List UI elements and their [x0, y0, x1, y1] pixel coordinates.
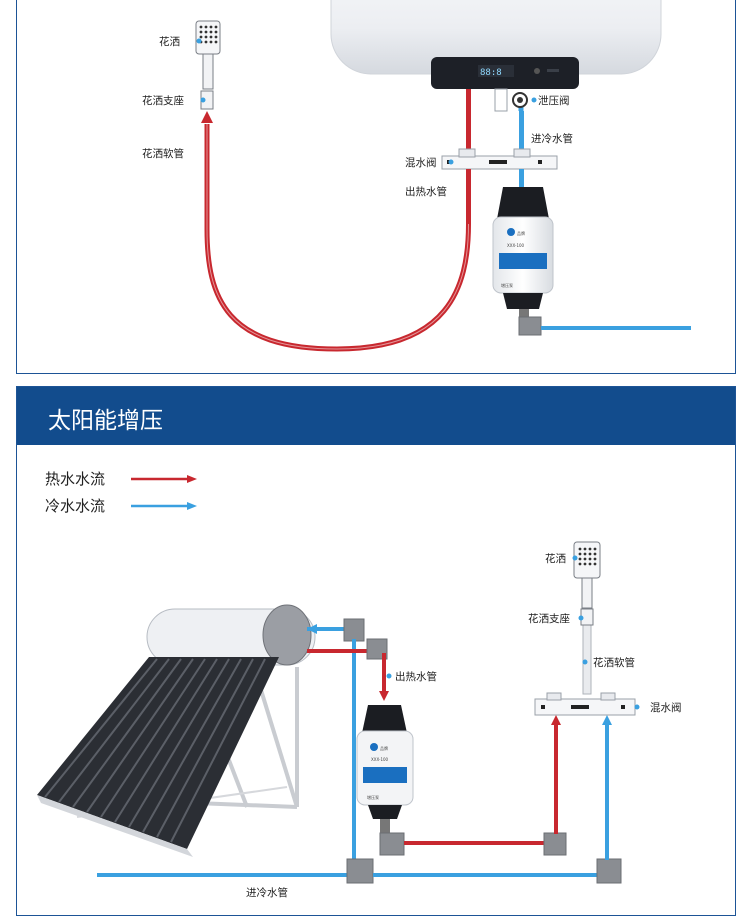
svg-text:品牌: 品牌: [380, 745, 388, 751]
top-diagram-panel: 88:8 品牌 XXX-100: [16, 0, 736, 374]
label-shower-head-bottom: 花洒: [545, 552, 566, 565]
hot-pipe-vertical: [466, 89, 471, 154]
label-mixing-valve-bottom: 混水阀: [650, 701, 682, 714]
section-banner: 太阳能增压: [17, 387, 735, 445]
label-shower-hose-bottom: 花洒软管: [593, 656, 635, 669]
booster-pump-bottom: 品牌 XXX-100 增压泵: [356, 705, 414, 819]
solar-diagram: 热水水流 冷水水流: [37, 470, 682, 899]
cold-inlet-pipe: [541, 326, 691, 330]
label-cold-inlet-pipe-bottom: 进冷水管: [246, 886, 288, 899]
label-shower-hose: 花洒软管: [142, 147, 184, 160]
hot-supply-pipe: [404, 841, 544, 845]
section-title: 太阳能增压: [48, 408, 163, 434]
label-pressure-relief-valve: 泄压阀: [538, 94, 570, 107]
label-shower-head: 花洒: [159, 35, 180, 48]
solar-water-heater: [37, 604, 316, 857]
booster-pump-top: 品牌 XXX-100 增压泵: [492, 187, 554, 309]
legend-cold-flow-label: 冷水水流: [45, 497, 105, 515]
label-hot-outlet-pipe-bottom: 出热水管: [395, 670, 437, 683]
svg-text:XXX-100: XXX-100: [507, 243, 525, 248]
top-diagram: 88:8 品牌 XXX-100: [142, 0, 691, 352]
hot-outlet-pipe: [382, 653, 386, 693]
svg-text:XXX-100: XXX-100: [371, 757, 389, 762]
svg-text:88:8: 88:8: [480, 68, 502, 78]
svg-text:增压泵: 增压泵: [367, 794, 379, 800]
cold-pipe-to-heater: [519, 111, 524, 156]
svg-text:增压泵: 增压泵: [501, 282, 513, 288]
svg-text:品牌: 品牌: [517, 230, 525, 236]
shower-head-bottom: [573, 541, 601, 609]
label-mixing-valve: 混水阀: [405, 156, 437, 169]
label-cold-inlet-pipe: 进冷水管: [531, 132, 573, 145]
cold-inlet-main: [97, 873, 347, 877]
shower-hose-bottom: [582, 618, 592, 695]
label-shower-bracket-bottom: 花洒支座: [528, 612, 570, 625]
shower-head: [195, 20, 221, 90]
elbow-fitting: [343, 618, 365, 642]
cold-riser-pipe: [352, 639, 356, 871]
solar-booster-panel: 太阳能增压 热水水流 冷水水流: [16, 386, 736, 916]
label-hot-outlet-pipe: 出热水管: [405, 185, 447, 198]
label-shower-bracket: 花洒支座: [142, 94, 184, 107]
legend-hot-flow-label: 热水水流: [45, 470, 105, 488]
